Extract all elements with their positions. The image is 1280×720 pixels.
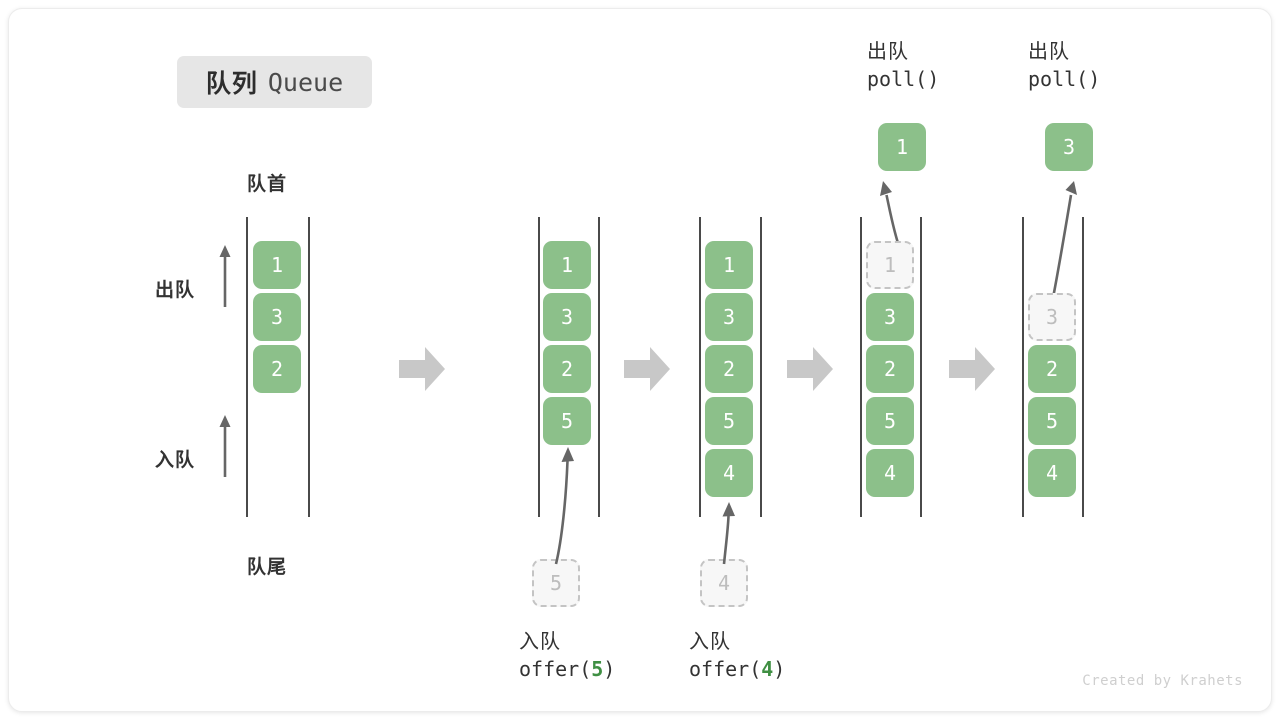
queue-cell: 4 (866, 449, 914, 497)
operation-label-code: offer(4) (689, 657, 786, 681)
queue-rail-left-1 (246, 217, 248, 517)
queue-rail-right-4 (920, 217, 922, 517)
operation-label-offer-4: 入队 offer(4) (689, 629, 785, 683)
watermark-credit: Created by Krahets (1082, 673, 1243, 689)
queue-cell: 3 (866, 293, 914, 341)
enqueue-flow-arrow-icon (532, 439, 592, 565)
queue-cell: 1 (705, 241, 753, 289)
dequeue-direction-arrow-icon (218, 245, 232, 307)
step-arrow-icon (624, 347, 670, 391)
operation-label-cn: 出队 (1028, 41, 1070, 63)
dequeued-element: 3 (1045, 123, 1093, 171)
operation-label-offer-5: 入队 offer(5) (519, 629, 615, 683)
queue-cell: 2 (543, 345, 591, 393)
queue-rail-right-2 (598, 217, 600, 517)
queue-cell: 4 (1028, 449, 1076, 497)
step-arrow-icon (949, 347, 995, 391)
queue-cell-removed: 3 (1028, 293, 1076, 341)
step-arrow-icon (399, 347, 445, 391)
queue-cell: 5 (705, 397, 753, 445)
step-arrow-icon (787, 347, 833, 391)
queue-cell: 5 (866, 397, 914, 445)
operation-label-cn: 入队 (519, 631, 561, 653)
queue-cell: 5 (1028, 397, 1076, 445)
operation-label-cn: 出队 (867, 41, 909, 63)
diagram-title-en: Queue (267, 67, 344, 97)
queue-cell: 2 (1028, 345, 1076, 393)
operation-label-cn: 入队 (689, 631, 731, 653)
operation-label-code: poll() (867, 67, 940, 91)
operation-label-code: poll() (1028, 67, 1101, 91)
queue-rail-left-2 (538, 217, 540, 517)
queue-cell: 2 (866, 345, 914, 393)
operation-label-poll-1: 出队 poll() (867, 39, 939, 93)
operation-label-code: offer(5) (519, 657, 616, 681)
queue-cell: 3 (705, 293, 753, 341)
incoming-element-ghost: 5 (532, 559, 580, 607)
queue-rail-right-3 (760, 217, 762, 517)
diagram-title-cn: 队列 (205, 70, 258, 98)
operation-label-poll-3: 出队 poll() (1028, 39, 1100, 93)
dequeue-direction-label: 出队 (155, 280, 196, 301)
queue-cell: 1 (543, 241, 591, 289)
queue-rail-right-1 (308, 217, 310, 517)
diagram-title-badge: 队列 Queue (177, 56, 372, 108)
queue-cell: 3 (253, 293, 301, 341)
enqueue-direction-label: 入队 (155, 450, 196, 471)
dequeue-flow-arrow-icon (1024, 177, 1094, 304)
queue-cell: 3 (543, 293, 591, 341)
queue-cell: 2 (705, 345, 753, 393)
queue-rail-right-5 (1082, 217, 1084, 517)
queue-rail-left-4 (860, 217, 862, 517)
dequeue-flow-arrow-icon (864, 177, 924, 250)
enqueue-direction-arrow-icon (218, 415, 232, 477)
dequeued-element: 1 (878, 123, 926, 171)
queue-rail-left-5 (1022, 217, 1024, 517)
diagram-card: 队列 Queue 队首 队尾 出队 入队 1 3 2 1 3 2 5 5 (8, 8, 1272, 712)
queue-cell: 4 (705, 449, 753, 497)
enqueue-flow-arrow-icon (704, 494, 754, 565)
queue-cell: 1 (253, 241, 301, 289)
queue-cell-removed: 1 (866, 241, 914, 289)
queue-cell: 5 (543, 397, 591, 445)
queue-rail-left-3 (699, 217, 701, 517)
incoming-element-ghost: 4 (700, 559, 748, 607)
queue-rear-label: 队尾 (247, 557, 288, 578)
queue-cell: 2 (253, 345, 301, 393)
queue-front-label: 队首 (247, 174, 288, 195)
